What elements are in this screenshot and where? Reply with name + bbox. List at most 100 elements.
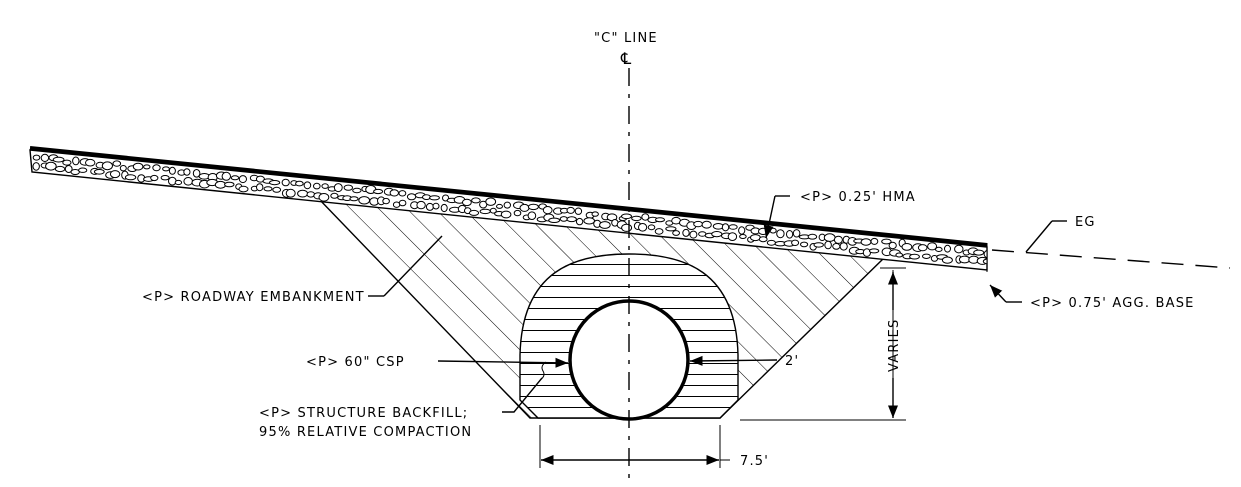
height-dimension: VARIES <box>887 319 902 373</box>
aggregate-stone <box>489 207 497 214</box>
aggregate-stone <box>358 196 371 205</box>
backfill-callout-line2: 95% RELATIVE COMPACTION <box>259 425 472 440</box>
aggregate-stone <box>548 217 561 224</box>
aggregate-stone <box>583 217 596 225</box>
aggregate-stone <box>168 176 177 186</box>
aggregate-stone <box>621 223 633 232</box>
eg-callout: EG <box>1075 215 1096 230</box>
aggregate-stone <box>917 244 928 252</box>
aggregate-stone <box>786 230 794 239</box>
aggregate-stone <box>224 181 235 188</box>
aggregate-stone <box>272 186 282 193</box>
aggregate-stone <box>833 235 843 244</box>
aggregate-stone <box>132 162 144 171</box>
aggregate-stone <box>941 256 953 264</box>
aggregate-stone <box>813 242 824 248</box>
aggregate-stone <box>500 210 512 219</box>
aggregate-stone <box>935 246 943 252</box>
aggregate-stone <box>398 190 407 197</box>
aggregate-stones <box>32 153 987 265</box>
aggregate-stone <box>432 202 440 210</box>
aggregate-stone <box>689 230 698 239</box>
aggregate-stone <box>321 183 329 189</box>
aggregate-stone <box>281 178 290 187</box>
aggregate-stone <box>503 201 511 209</box>
aggregate-stone <box>295 180 304 187</box>
aggregate-stone <box>425 202 434 211</box>
aggregate-stone <box>269 180 281 186</box>
aggregate-stone <box>183 177 193 186</box>
aggregate-stone <box>462 198 472 207</box>
aggregate-stone <box>647 224 656 231</box>
aggregate-stone <box>238 185 249 193</box>
aggregate-stone <box>373 188 384 195</box>
aggregate-stone <box>654 228 664 235</box>
aggregate-stone <box>263 186 273 192</box>
aggregate-stone <box>468 209 480 216</box>
aggregate-stone <box>672 230 680 236</box>
aggregate-stone <box>32 154 41 161</box>
aggregate-stone <box>711 231 723 238</box>
aggregate-stone <box>591 211 599 217</box>
aggregate-stone <box>832 243 841 250</box>
aggregate-stone <box>398 199 407 207</box>
aggregate-stone <box>440 203 448 213</box>
aggregate-stone <box>45 161 57 171</box>
aggregate-stone <box>119 165 127 172</box>
clearance-dimension: 2' <box>785 354 799 369</box>
aggregate-stone <box>152 164 161 172</box>
aggregate-stone <box>109 170 121 179</box>
aggregate-stone <box>93 169 105 175</box>
aggregate-stone <box>575 217 584 226</box>
aggregate-stone <box>823 233 836 242</box>
aggregate-stone <box>776 229 785 239</box>
aggregate-stone <box>665 226 677 232</box>
aggregate-stone <box>791 239 800 247</box>
aggregate-stone <box>574 207 583 215</box>
aggregate-stone <box>693 220 703 228</box>
aggregate-stone <box>382 197 390 205</box>
aggregate-stone <box>485 197 497 206</box>
aggregate-stone <box>739 234 747 239</box>
aggregate-stone <box>343 184 353 191</box>
aggregate-stone <box>712 223 724 230</box>
aggregate-stone <box>285 188 296 198</box>
aggregate-stone <box>738 226 746 235</box>
hma-surface <box>29 146 988 247</box>
aggregate-stone <box>655 217 665 223</box>
aggregate-stone <box>638 223 648 232</box>
aggregate-stone <box>85 158 96 167</box>
aggregate-stone <box>162 166 170 172</box>
aggregate-stone <box>101 161 114 171</box>
existing-ground-line <box>991 249 1231 269</box>
aggregate-stone <box>766 239 777 246</box>
aggregate-stone <box>527 203 539 211</box>
aggregate-stone <box>330 192 339 199</box>
aggregate-stone <box>983 249 987 259</box>
aggregate-stone <box>513 209 522 217</box>
aggregate-stone <box>922 253 931 259</box>
aggregate-stone <box>333 183 343 193</box>
aggregate-stone <box>958 255 971 264</box>
aggregate-stone <box>168 166 176 175</box>
backfill-callout-line1: <P> STRUCTURE BACKFILL; <box>259 406 468 421</box>
aggregate-stone <box>868 248 880 254</box>
aggregate-stone <box>982 258 987 265</box>
aggregate-stone <box>352 187 362 194</box>
aggregate-stone <box>800 241 809 248</box>
aggregate-stone <box>527 211 537 220</box>
aggregate-stone <box>313 182 321 190</box>
aggregate-stone <box>479 208 491 215</box>
aggregate-stone <box>389 189 399 197</box>
agg-base-callout: <P> 0.75' AGG. BASE <box>1030 296 1195 311</box>
aggregate-stone <box>769 227 777 234</box>
aggregate-stone <box>824 240 832 250</box>
aggregate-stone <box>682 228 690 237</box>
aggregate-stone <box>566 206 575 214</box>
aggregate-stone <box>183 168 191 176</box>
aggregate-stone <box>429 195 440 201</box>
aggregate-stone <box>944 244 951 253</box>
aggregate-stone <box>192 169 201 178</box>
aggregate-stone <box>112 160 122 167</box>
aggregate-stone <box>701 220 712 229</box>
